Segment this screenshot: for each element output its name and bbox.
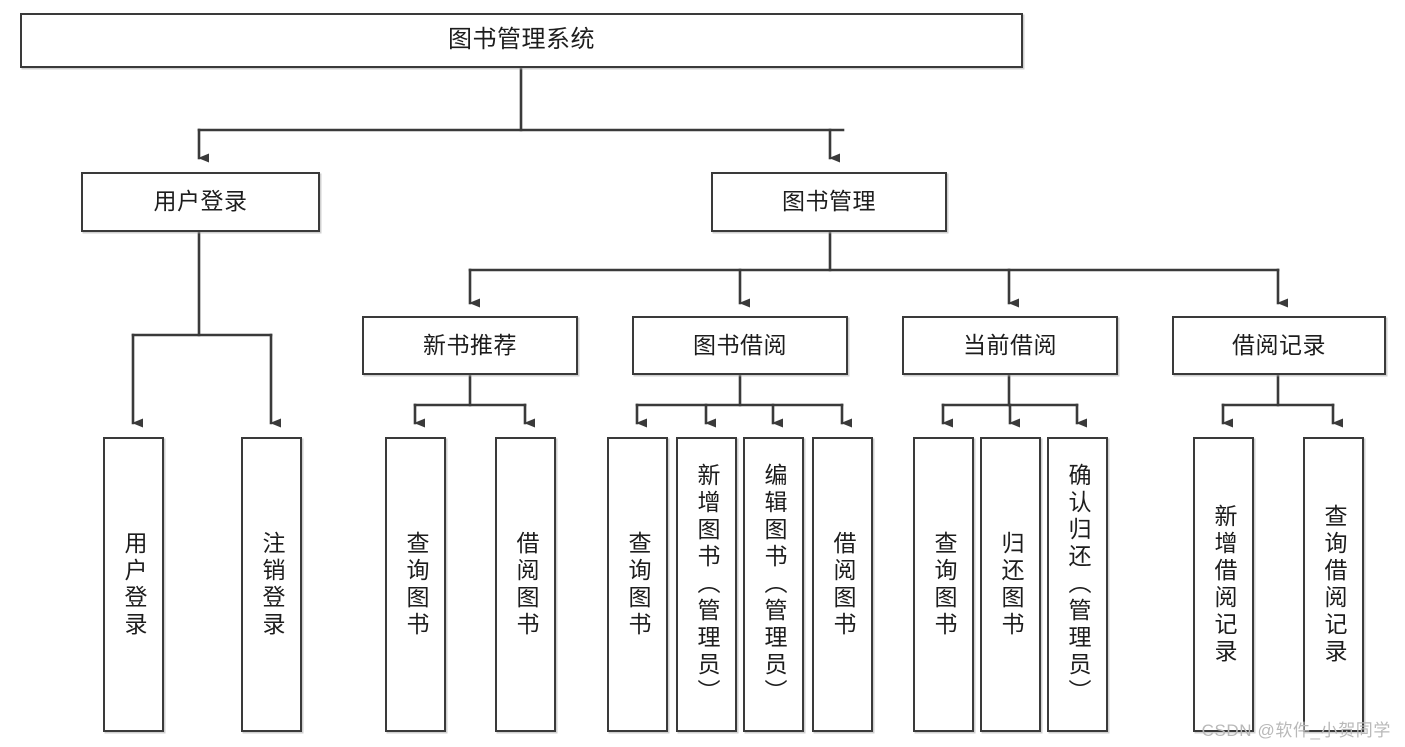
node-borrow-record-label: 借阅记录 [1232,331,1326,358]
leaf-add-record-label: 新增借阅记录 [1211,503,1237,666]
leaf-user-login-label: 用户登录 [121,530,147,639]
leaf-user-logout-label: 注销登录 [259,530,285,639]
node-user-login[interactable]: 用户登录 [81,172,320,232]
node-book-management-label: 图书管理 [782,188,876,215]
leaf-query-book-1-label: 查询图书 [403,530,429,639]
node-current-borrow-label: 当前借阅 [963,331,1057,358]
leaf-user-login[interactable]: 用户登录 [103,437,164,732]
node-root[interactable]: 图书管理系统 [20,13,1023,68]
leaf-return-book[interactable]: 归还图书 [980,437,1041,732]
leaf-query-book-3[interactable]: 查询图书 [913,437,974,732]
leaf-query-book-1[interactable]: 查询图书 [385,437,446,732]
leaf-borrow-book-2-label: 借阅图书 [830,530,856,639]
node-book-borrow[interactable]: 图书借阅 [632,316,848,375]
leaf-user-logout[interactable]: 注销登录 [241,437,302,732]
leaf-add-book[interactable]: 新增图书（管理员） [676,437,737,732]
node-user-login-label: 用户登录 [153,188,248,215]
leaf-borrow-book-2[interactable]: 借阅图书 [812,437,873,732]
leaf-confirm-return-label: 确认归还（管理员） [1065,463,1091,706]
leaf-borrow-book-1[interactable]: 借阅图书 [495,437,556,732]
leaf-add-book-label: 新增图书（管理员） [694,463,720,706]
node-current-borrow[interactable]: 当前借阅 [902,316,1118,375]
csdn-watermark: CSDN @软件_小贺同学 [1201,721,1391,740]
leaf-query-book-2[interactable]: 查询图书 [607,437,668,732]
leaf-edit-book[interactable]: 编辑图书（管理员） [743,437,804,732]
node-root-label: 图书管理系统 [448,26,595,54]
leaf-edit-book-label: 编辑图书（管理员） [761,463,787,706]
node-new-book-recommend-label: 新书推荐 [423,331,517,358]
leaf-query-book-2-label: 查询图书 [625,530,651,639]
leaf-return-book-label: 归还图书 [998,530,1024,639]
node-borrow-record[interactable]: 借阅记录 [1172,316,1386,375]
leaf-borrow-book-1-label: 借阅图书 [513,530,539,639]
node-book-management[interactable]: 图书管理 [711,172,947,232]
leaf-query-record-label: 查询借阅记录 [1321,503,1347,666]
node-new-book-recommend[interactable]: 新书推荐 [362,316,578,375]
node-book-borrow-label: 图书借阅 [693,331,787,358]
leaf-confirm-return[interactable]: 确认归还（管理员） [1047,437,1108,732]
leaf-query-book-3-label: 查询图书 [931,530,957,639]
leaf-query-record[interactable]: 查询借阅记录 [1303,437,1364,732]
leaf-add-record[interactable]: 新增借阅记录 [1193,437,1254,732]
